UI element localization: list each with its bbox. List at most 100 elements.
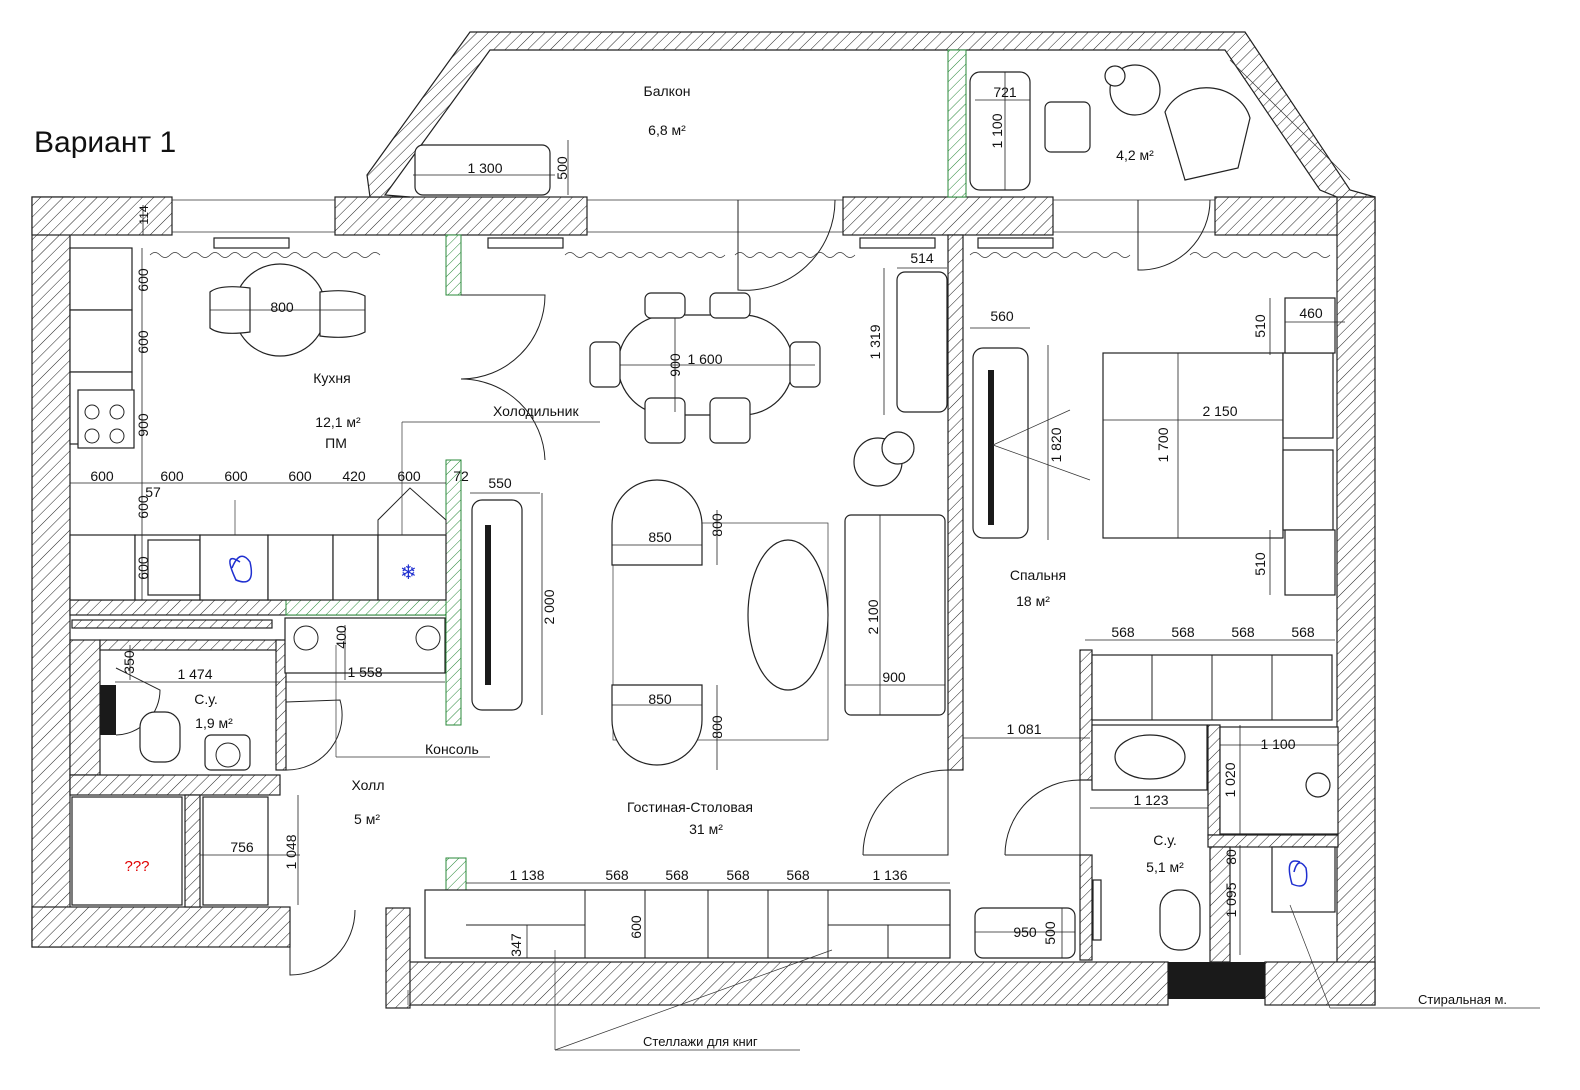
living-area: 31 м² bbox=[689, 821, 723, 837]
dim-text: 347 bbox=[508, 933, 524, 957]
dim-text: 510 bbox=[1252, 314, 1268, 338]
dim-text: 2 000 bbox=[541, 589, 557, 624]
dim-text: 114 bbox=[137, 205, 151, 224]
balcony-area: 6,8 м² bbox=[648, 122, 686, 138]
dim-text: 1 600 bbox=[687, 351, 722, 367]
balcony-furniture bbox=[414, 64, 1251, 196]
bookshelves bbox=[424, 889, 951, 959]
freezer-icon: ❄ bbox=[400, 562, 417, 584]
dim-text: 950 bbox=[1013, 924, 1037, 940]
dim-text: 1 300 bbox=[467, 160, 502, 176]
dim-text: 80 bbox=[1223, 849, 1239, 865]
sink-icon bbox=[229, 555, 253, 583]
dim-text: 800 bbox=[709, 715, 725, 739]
dim-text: 500 bbox=[554, 156, 570, 180]
dim-text: 850 bbox=[648, 691, 672, 707]
dim-text: 568 bbox=[1231, 624, 1255, 640]
fridge-callout: Холодильник bbox=[493, 403, 579, 419]
dim-text: 1 136 bbox=[872, 867, 907, 883]
dim-text: 568 bbox=[1111, 624, 1135, 640]
dim-text: 1 820 bbox=[1048, 427, 1064, 462]
exterior-walls bbox=[31, 31, 1376, 1009]
dim-text: 1 020 bbox=[1222, 762, 1238, 797]
dim-text: 900 bbox=[667, 353, 683, 377]
bathroom-1-fixtures bbox=[71, 617, 446, 906]
shelves-callout: Стеллажи для книг bbox=[643, 1034, 758, 1049]
washer-callout: Стиральная м. bbox=[1418, 992, 1507, 1007]
balcony-name: Балкон bbox=[644, 83, 691, 99]
dim-text: 460 bbox=[1299, 305, 1323, 321]
hall-name: Холл bbox=[352, 777, 385, 793]
dim-text: 600 bbox=[160, 468, 184, 484]
dim-text: 756 bbox=[230, 839, 254, 855]
dining-set bbox=[589, 292, 821, 444]
dim-text: 600 bbox=[288, 468, 312, 484]
hall-area: 5 м² bbox=[354, 811, 380, 827]
callout-leaders bbox=[234, 421, 1540, 1051]
dim-text: 1 138 bbox=[509, 867, 544, 883]
dim-text: 600 bbox=[135, 556, 151, 580]
dim-text: 850 bbox=[648, 529, 672, 545]
dim-text: 500 bbox=[1042, 921, 1058, 945]
dim-text: 600 bbox=[397, 468, 421, 484]
kitchen-units bbox=[69, 247, 447, 601]
dim-text: 900 bbox=[135, 413, 151, 437]
dim-text: 510 bbox=[1252, 552, 1268, 576]
color-marks bbox=[229, 555, 1308, 887]
dim-text: 568 bbox=[605, 867, 629, 883]
dim-text: 600 bbox=[224, 468, 248, 484]
dim-text: 568 bbox=[726, 867, 750, 883]
dim-text: 400 bbox=[333, 625, 349, 649]
dim-text: 1 095 bbox=[1223, 882, 1239, 917]
dim-text: 568 bbox=[1171, 624, 1195, 640]
dim-text: 1 100 bbox=[989, 113, 1005, 148]
page-title: Вариант 1 bbox=[34, 126, 176, 159]
dim-text: 2 150 bbox=[1202, 403, 1237, 419]
dim-text: 600 bbox=[135, 495, 151, 519]
dim-text: 560 bbox=[990, 308, 1014, 324]
kitchen-area: 12,1 м² bbox=[315, 414, 361, 430]
dim-text: 800 bbox=[270, 299, 294, 315]
dim-text: 1 474 bbox=[177, 666, 212, 682]
dim-text: 600 bbox=[135, 268, 151, 292]
bathroom-1-area: 1,9 м² bbox=[195, 715, 233, 731]
dim-text: 1 100 bbox=[1260, 736, 1295, 752]
dim-text: 800 bbox=[709, 513, 725, 537]
dim-text: 1 700 bbox=[1155, 427, 1171, 462]
dim-text: 72 bbox=[453, 468, 469, 484]
dim-text: 2 100 bbox=[865, 599, 881, 634]
dim-text: 568 bbox=[1291, 624, 1315, 640]
dimension-lines bbox=[70, 72, 1345, 958]
balcony-2-area: 4,2 м² bbox=[1116, 147, 1154, 163]
interior-partitions bbox=[69, 234, 1339, 963]
dim-text: 900 bbox=[882, 669, 906, 685]
bedroom-furniture bbox=[972, 297, 1336, 721]
dim-text: 568 bbox=[786, 867, 810, 883]
bathroom-2-name: С.у. bbox=[1153, 832, 1177, 848]
bathroom-2-area: 5,1 м² bbox=[1146, 859, 1184, 875]
living-name: Гостиная-Столовая bbox=[627, 799, 753, 815]
dim-text: 600 bbox=[90, 468, 114, 484]
kitchen-note: ПМ bbox=[325, 435, 347, 451]
dim-text: 600 bbox=[135, 330, 151, 354]
dim-text: 57 bbox=[145, 484, 161, 500]
dimension-texts: 1 300 500 721 1 100 114 600 600 900 800 … bbox=[90, 84, 1323, 957]
radiators bbox=[149, 59, 1351, 258]
dim-text: 721 bbox=[993, 84, 1017, 100]
sink-icon bbox=[1288, 860, 1308, 887]
dim-text: 550 bbox=[488, 475, 512, 491]
windows bbox=[172, 199, 1215, 1005]
dim-text: 350 bbox=[121, 650, 137, 674]
bedroom-name: Спальня bbox=[1010, 567, 1066, 583]
balcony-partition bbox=[947, 49, 967, 198]
door-swings bbox=[115, 199, 1271, 976]
dim-text: 514 bbox=[910, 250, 934, 266]
dim-text: 568 bbox=[665, 867, 689, 883]
dim-text: 1 319 bbox=[867, 324, 883, 359]
bedroom-area: 18 м² bbox=[1016, 593, 1050, 609]
dim-text: 1 558 bbox=[347, 664, 382, 680]
dim-text: 1 081 bbox=[1006, 721, 1041, 737]
dim-text: 1 123 bbox=[1133, 792, 1168, 808]
dim-text: 420 bbox=[342, 468, 366, 484]
